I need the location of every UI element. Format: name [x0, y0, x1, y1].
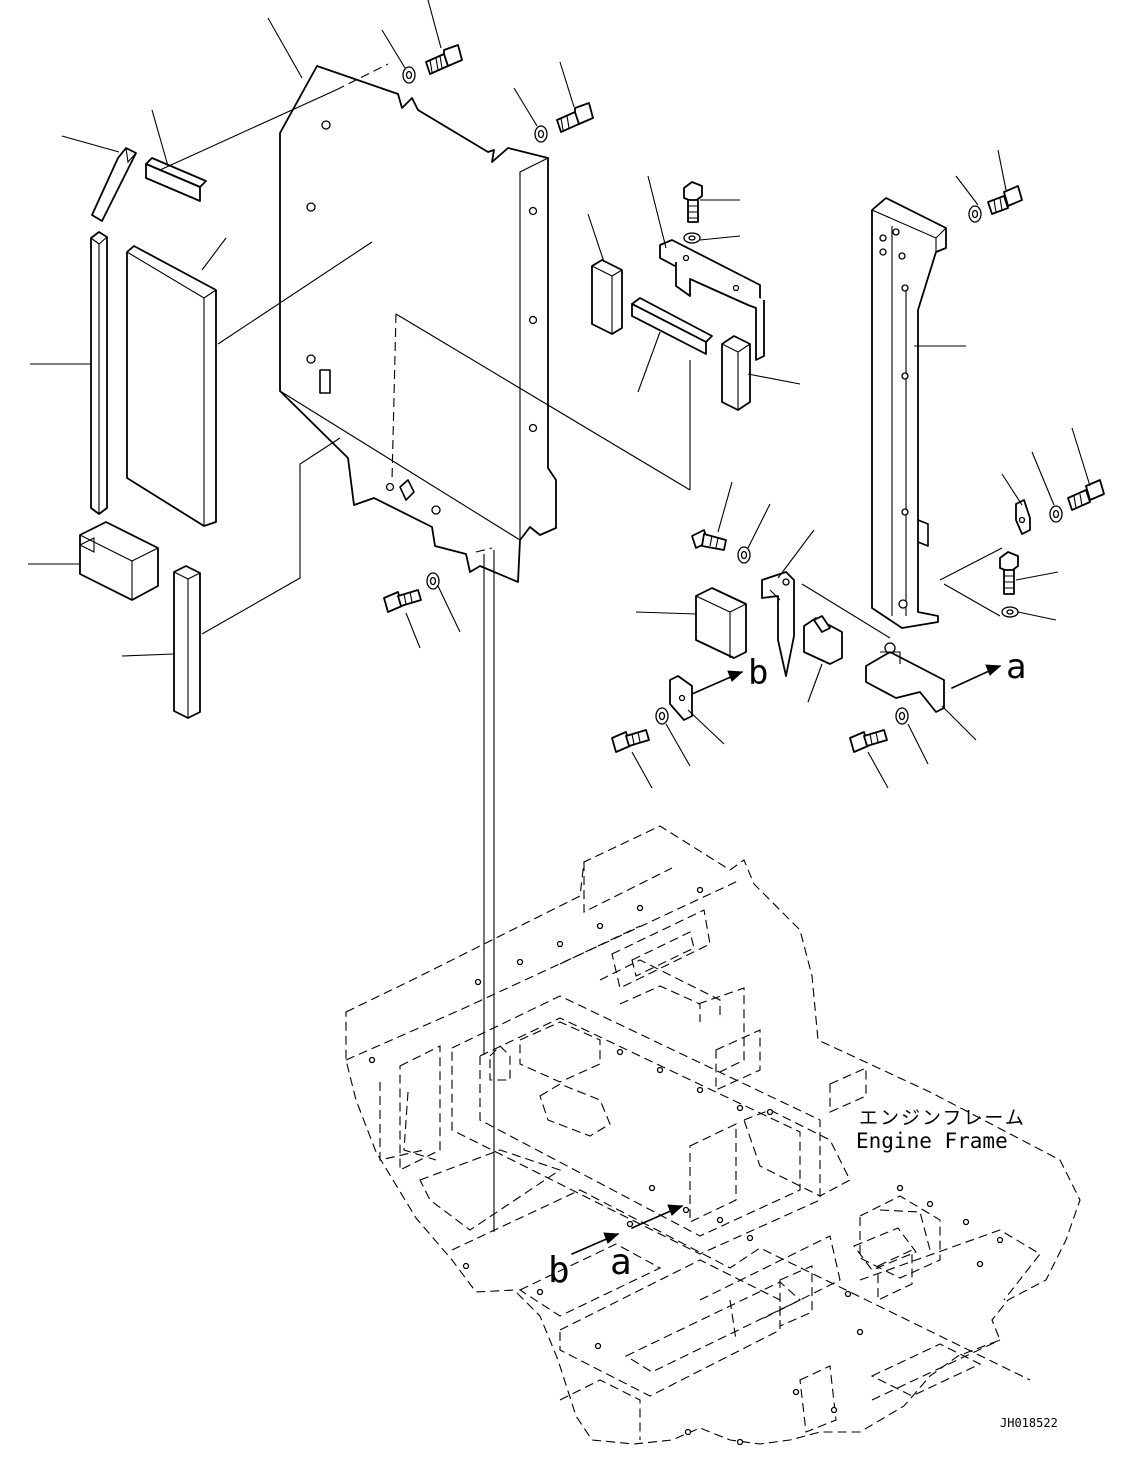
- bolt-top-2: [556, 102, 594, 133]
- washer-lower-2: [895, 707, 909, 725]
- arrow-label-a-frame: a: [610, 1242, 632, 1283]
- leader-lines: [28, 0, 1091, 789]
- arrow-b-frame: [571, 1232, 620, 1255]
- bolt-vertical-upper: [683, 181, 703, 223]
- main-cover-panel: [279, 65, 557, 583]
- vertical-post: [871, 197, 947, 629]
- bolt-bottom-1: [383, 589, 422, 613]
- upper-mount-bracket: [659, 239, 765, 361]
- bolt-lower-2: [849, 729, 888, 753]
- seal-strip-short: [173, 565, 201, 719]
- bolt-top-1: [425, 44, 463, 75]
- engine-frame-label-jp: エンジンフレーム: [859, 1107, 1026, 1129]
- hook-bracket: [761, 571, 795, 677]
- seal-pad-large: [126, 245, 217, 527]
- washer-post-top: [968, 205, 982, 223]
- bolt-right-vertical: [999, 551, 1019, 595]
- arrow-label-a-upper: a: [1006, 647, 1026, 687]
- washer-lower-1: [655, 707, 669, 725]
- seal-block-corner: [79, 521, 159, 601]
- arrow-a-frame: [631, 1204, 684, 1229]
- washer-top-1: [402, 66, 416, 84]
- washer-vertical-upper: [683, 232, 701, 244]
- drawing-id: JH018522: [1000, 1416, 1058, 1430]
- engine-frame: [345, 825, 1081, 1445]
- arrow-label-b-frame: b: [548, 1250, 570, 1291]
- washer-right-1: [1049, 505, 1063, 523]
- seal-notched-block: [803, 615, 843, 665]
- seal-pad-short: [145, 157, 207, 202]
- angle-bracket-lower: [865, 642, 945, 713]
- arrow-label-b-upper: b: [748, 653, 768, 693]
- seal-strip-tall: [90, 231, 108, 515]
- seal-pad-upright-a: [591, 259, 623, 335]
- bolt-post-top: [987, 185, 1023, 215]
- washer-right-2: [1001, 606, 1019, 618]
- seal-strip-horizontal: [631, 297, 713, 355]
- seal-pad-small-angled: [91, 147, 137, 222]
- washer-bottom-1: [426, 572, 440, 590]
- bolt-right-1: [1067, 479, 1105, 511]
- bolt-lower-1: [611, 729, 650, 753]
- seal-pad-upright-b: [721, 335, 751, 411]
- washer-mid-1: [737, 546, 751, 564]
- engine-frame-label-en: Engine Frame: [856, 1129, 1008, 1153]
- seal-block-mid: [695, 587, 747, 659]
- frame-bolt-holes: [368, 886, 1004, 1446]
- washer-top-2: [534, 125, 548, 143]
- bolt-mid-1: [691, 529, 727, 551]
- clip-right: [1015, 499, 1031, 535]
- clip-left: [669, 675, 693, 721]
- assembly-guide-lines: [159, 63, 1003, 1232]
- arrow-a-upper: [951, 664, 1002, 689]
- arrow-b-upper: [691, 670, 744, 695]
